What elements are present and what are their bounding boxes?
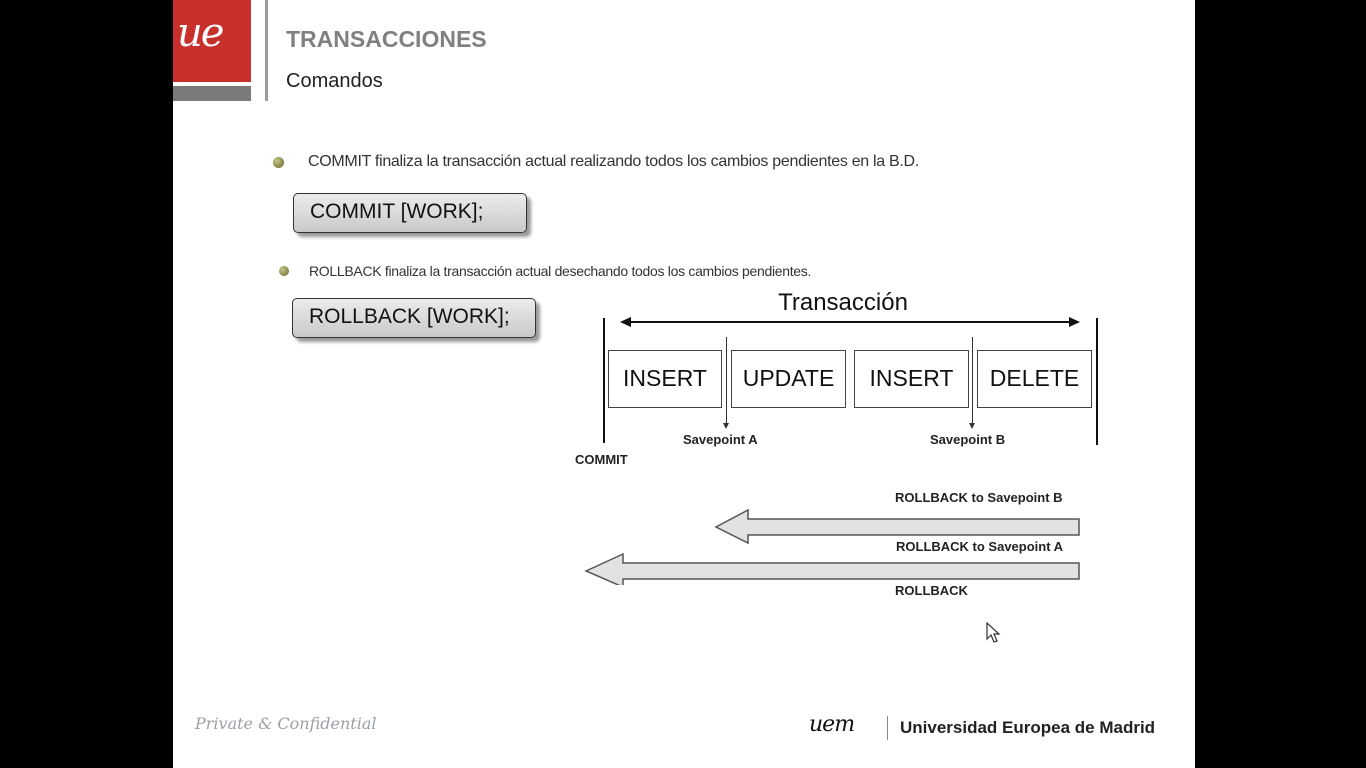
bullet-dot-icon	[273, 156, 284, 168]
slide-subtitle: Comandos	[286, 70, 383, 92]
transaction-diagram: Transacción INSERT UPDATE INSERT DELETE …	[568, 285, 1113, 615]
rollback-label: ROLLBACK	[895, 583, 968, 598]
operation-insert-2: INSERT	[854, 350, 969, 408]
university-logo: ue	[173, 0, 251, 82]
bullet-commit-text: COMMIT finaliza la transacción actual re…	[308, 153, 919, 170]
mouse-cursor-icon	[986, 622, 1001, 643]
rollback-savepoint-a-arrow-icon	[714, 508, 1080, 545]
footer-university-name: Universidad Europea de Madrid	[900, 718, 1156, 737]
rollback-savepoint-b-label: ROLLBACK to Savepoint B	[895, 490, 1063, 505]
bullet-rollback: ROLLBACK finaliza la transacción actual …	[279, 263, 811, 279]
commit-code-box: COMMIT [WORK];	[293, 193, 527, 233]
footer-separator	[887, 716, 888, 740]
transaction-span-line	[630, 321, 1070, 323]
bullet-rollback-text: ROLLBACK finaliza la transacción actual …	[309, 263, 812, 279]
bullet-dot-icon	[279, 266, 289, 276]
slide: ue TRANSACCIONES Comandos COMMIT finaliz…	[173, 0, 1195, 768]
operation-delete: DELETE	[977, 350, 1092, 408]
footer-logo: uem	[809, 712, 855, 737]
savepoint-b-marker	[972, 337, 973, 425]
arrow-left-icon	[620, 317, 631, 327]
rollback-arrows	[584, 508, 1080, 585]
savepoint-a-arrow-icon	[723, 423, 729, 429]
transaction-label: Transacción	[778, 289, 908, 316]
logo-bar	[173, 86, 251, 101]
rollback-all-arrow-icon	[584, 552, 1080, 585]
savepoint-b-label: Savepoint B	[930, 432, 1006, 447]
slide-title: TRANSACCIONES	[286, 26, 487, 52]
commit-boundary-line	[603, 318, 605, 443]
bullet-commit: COMMIT finaliza la transacción actual re…	[273, 153, 919, 171]
footer-confidential: Private & Confidential	[195, 714, 377, 733]
rollback-code-box: ROLLBACK [WORK];	[292, 298, 536, 338]
operation-insert-1: INSERT	[608, 350, 722, 408]
logo-text: ue	[177, 10, 224, 56]
savepoint-a-label: Savepoint A	[683, 432, 758, 447]
header-divider	[265, 0, 268, 101]
operation-update: UPDATE	[731, 350, 846, 408]
savepoint-a-marker	[726, 337, 727, 425]
commit-label: COMMIT	[575, 452, 628, 467]
end-boundary-line	[1096, 318, 1098, 445]
savepoint-b-arrow-icon	[969, 423, 975, 429]
arrow-right-icon	[1069, 317, 1080, 327]
rollback-savepoint-a-label: ROLLBACK to Savepoint A	[896, 539, 1064, 554]
